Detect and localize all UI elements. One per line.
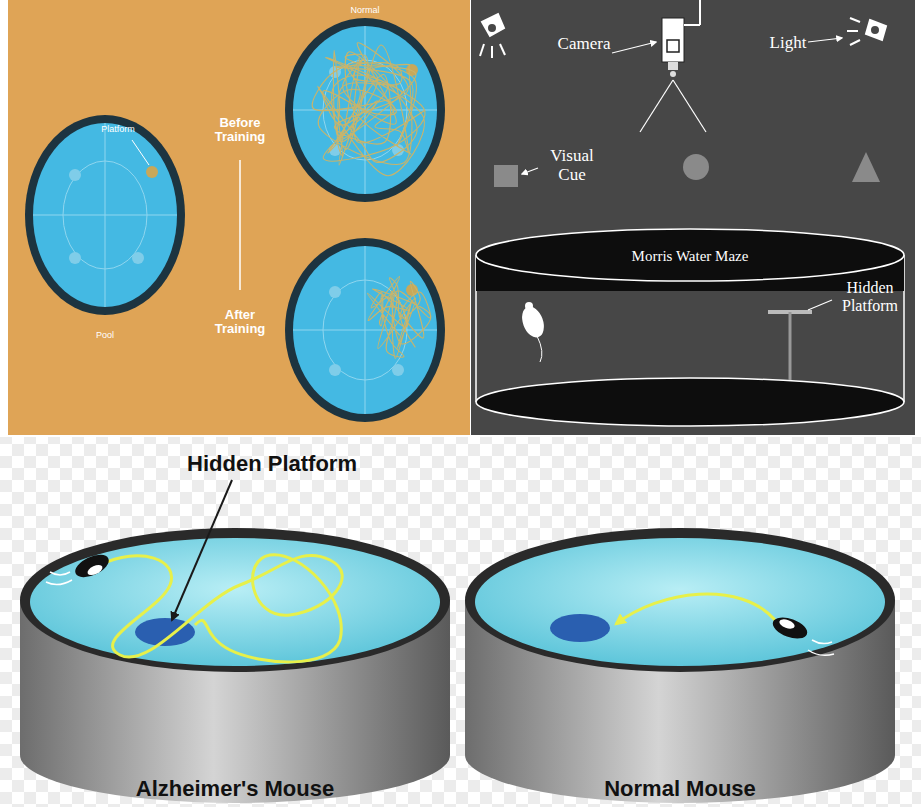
line-shape <box>239 160 241 290</box>
ellipse-shape <box>476 378 904 426</box>
ellipse-shape <box>293 246 437 414</box>
circle-shape <box>69 169 81 181</box>
camera-label: Camera <box>558 35 611 54</box>
line-shape <box>132 140 149 165</box>
phase-label: After Training <box>205 308 275 337</box>
circle-shape <box>132 252 144 264</box>
cue-label: Visual Cue <box>542 147 602 184</box>
g-shape <box>285 18 445 202</box>
rect-shape <box>494 165 518 187</box>
line-shape <box>850 40 860 45</box>
circle-shape <box>870 25 880 35</box>
path-shape <box>367 277 430 359</box>
ellipse-shape <box>285 238 445 422</box>
g-shape <box>285 238 445 422</box>
line-shape <box>491 46 493 58</box>
g-shape <box>612 0 706 132</box>
path-shape <box>482 14 504 36</box>
circle-shape <box>329 286 341 298</box>
ellipse-shape <box>86 563 104 577</box>
ellipse-shape <box>285 18 445 202</box>
line-shape <box>808 300 832 310</box>
ellipse-shape <box>25 115 185 315</box>
line-shape <box>808 38 842 42</box>
ellipse-shape <box>293 26 437 194</box>
line-shape <box>850 18 860 22</box>
light-label: Light <box>770 34 807 53</box>
circle-shape <box>525 302 533 310</box>
line-shape <box>673 80 706 132</box>
path-shape <box>537 336 542 362</box>
line-shape <box>684 24 700 26</box>
path-shape <box>100 555 342 662</box>
pool-label: Pool <box>96 331 114 341</box>
ellipse-shape <box>518 304 548 341</box>
line-shape <box>172 480 232 620</box>
ellipse-shape <box>475 538 885 666</box>
line-shape <box>612 42 656 53</box>
ellipse-shape <box>33 123 177 307</box>
g-shape <box>480 14 505 58</box>
g-shape <box>20 528 450 803</box>
line-shape <box>480 44 484 56</box>
line-shape <box>789 312 792 380</box>
line-shape <box>640 80 673 132</box>
rect-shape <box>0 437 921 807</box>
ellipse-shape <box>72 550 112 582</box>
circle-shape <box>670 71 676 77</box>
ellipse-shape <box>778 618 796 631</box>
ellipse-shape <box>30 538 440 666</box>
g-shape <box>367 277 430 359</box>
circle-shape <box>69 252 81 264</box>
path-shape <box>808 640 834 655</box>
circle-shape <box>683 154 709 180</box>
line-shape <box>699 0 701 25</box>
platform-label: Hidden Platform <box>837 279 903 314</box>
node-text: Morris Water Maze <box>632 248 749 265</box>
g-shape <box>465 528 895 803</box>
path-shape <box>616 594 775 624</box>
circle-shape <box>487 23 497 33</box>
g-shape <box>847 18 886 45</box>
rect-shape <box>8 0 470 435</box>
circle-shape <box>392 364 404 376</box>
g-shape <box>476 229 904 426</box>
platform-label: Platform <box>101 125 135 135</box>
path-shape <box>852 152 880 182</box>
platform-callout: Hidden Platform <box>187 452 357 476</box>
rect-shape <box>668 62 678 70</box>
line-shape <box>522 168 538 174</box>
g-shape <box>312 43 425 176</box>
circle-shape <box>146 166 158 178</box>
ellipse-shape <box>550 614 610 642</box>
line-shape <box>105 123 106 307</box>
rect-shape <box>667 40 679 52</box>
path-shape <box>46 572 72 585</box>
mouse-caption: Normal Mouse <box>604 777 756 801</box>
pool-caption: Normal <box>350 6 379 16</box>
ellipse-shape <box>770 613 810 642</box>
ellipse-shape <box>476 229 904 281</box>
line-shape <box>847 30 858 32</box>
line-shape <box>500 44 505 55</box>
circle-shape <box>329 364 341 376</box>
g-shape <box>25 115 185 315</box>
rect-shape <box>471 0 915 435</box>
ellipse-shape <box>465 528 895 672</box>
line-shape <box>365 246 366 414</box>
maze-label-band: Morris Water Maze <box>626 246 755 267</box>
rect-shape <box>662 18 684 62</box>
path-shape <box>866 20 886 40</box>
path-shape <box>312 43 425 176</box>
mouse-caption: Alzheimer's Mouse <box>136 777 334 801</box>
ellipse-shape <box>20 528 450 672</box>
phase-label: Before Training <box>205 116 275 145</box>
